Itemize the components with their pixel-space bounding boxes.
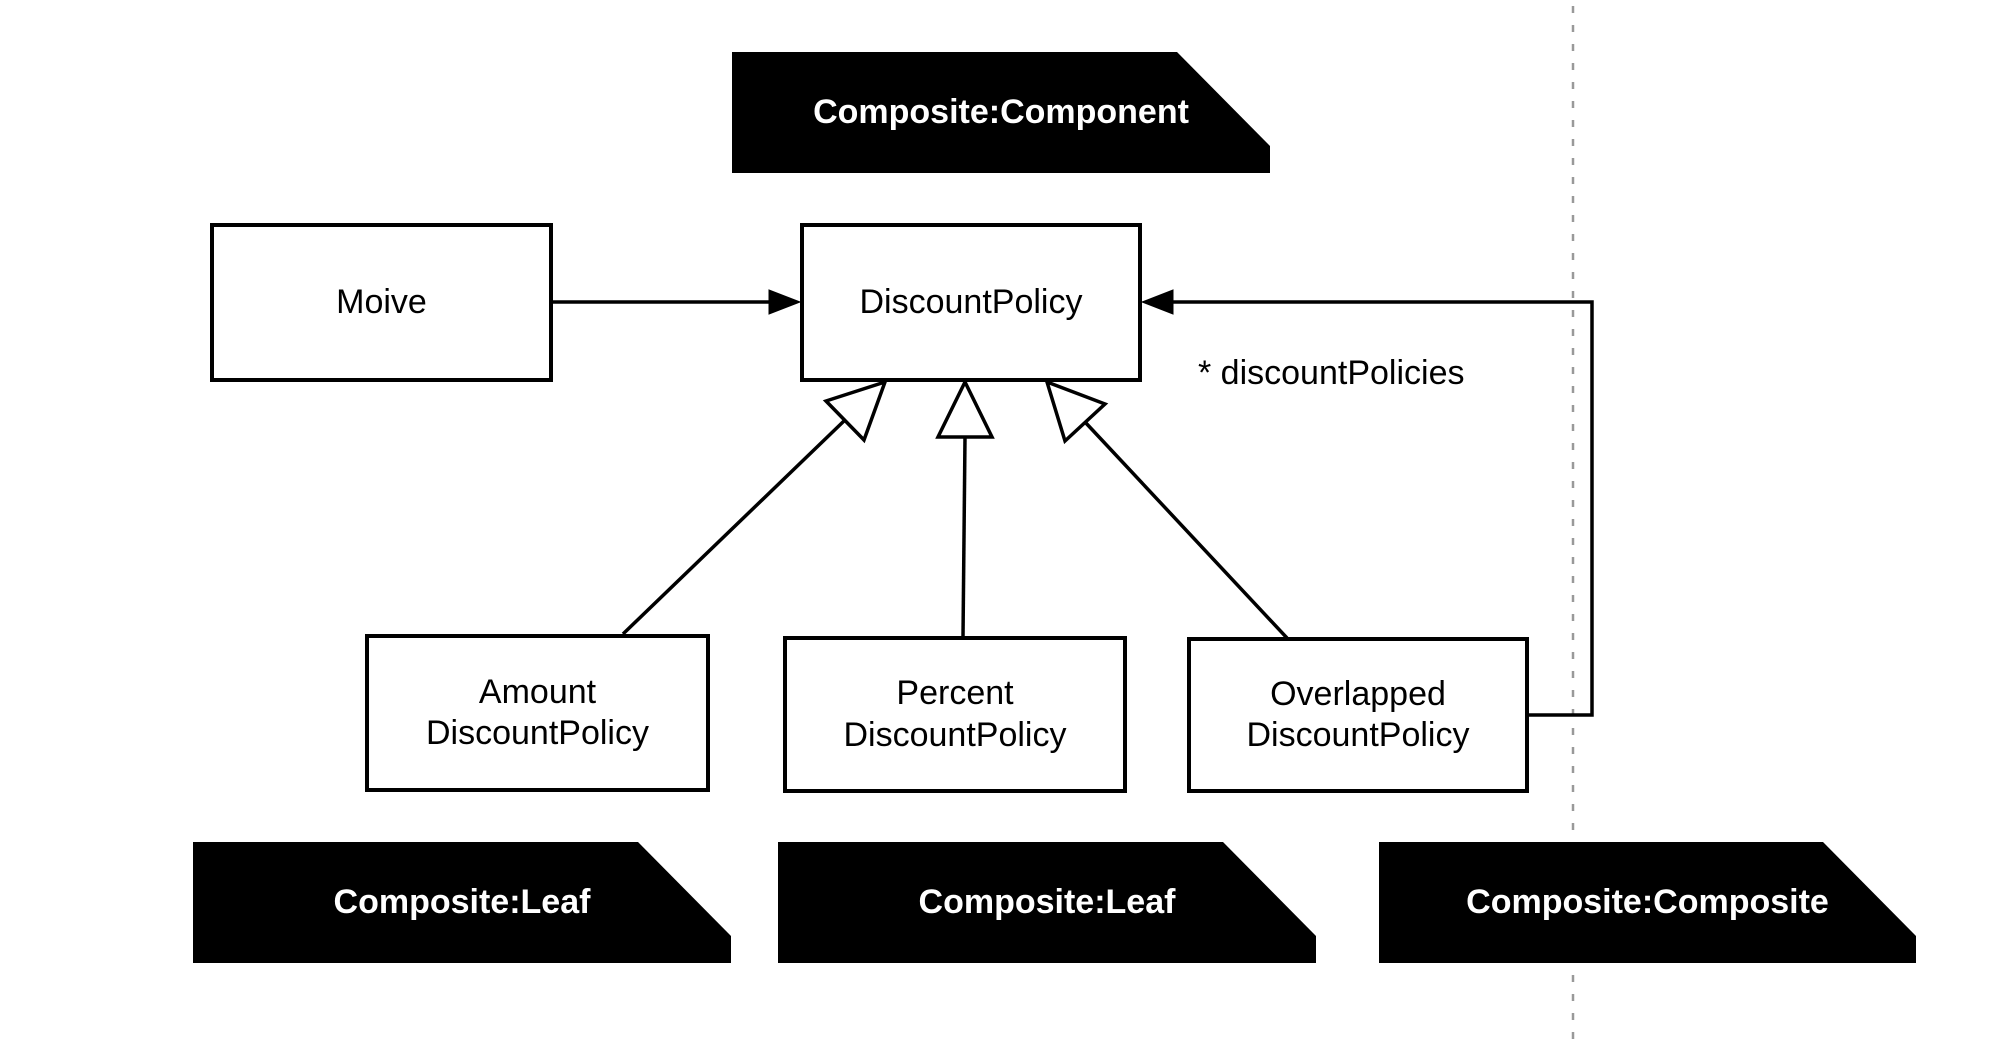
banner-composite-leaf-2-label: Composite:Leaf [918, 883, 1176, 921]
banner-composite-leaf-1-label: Composite:Leaf [333, 883, 591, 921]
hollow-triangle-arrowhead-right [1044, 379, 1109, 445]
class-box-percent-line2: DiscountPolicy [843, 715, 1067, 754]
filled-arrowhead-into-discount-left [768, 289, 802, 315]
banner-composite-leaf-2: Composite:Leaf [778, 842, 1316, 963]
class-box-movie-label: Moive [336, 282, 427, 321]
class-box-percent-line1: Percent [896, 674, 1014, 713]
banner-composite-composite: Composite:Composite [1379, 842, 1916, 963]
edge-overlapped-generalization [1083, 420, 1289, 640]
banner-composite-component: Composite:Component [732, 52, 1270, 173]
class-box-movie: Moive [210, 223, 553, 382]
class-box-overlapped-line2: DiscountPolicy [1246, 716, 1470, 754]
composition-multiplicity-label: * discountPolicies [1198, 354, 1465, 392]
class-box-amount-discount-policy: Amount DiscountPolicy [365, 634, 710, 792]
class-box-amount-line1: Amount [478, 672, 597, 711]
banner-composite-leaf-1: Composite:Leaf [193, 842, 731, 963]
filled-arrowhead-into-discount-right [1140, 289, 1174, 315]
class-box-discount-policy-label: DiscountPolicy [859, 282, 1083, 321]
edge-percent-generalization [961, 436, 967, 638]
class-box-overlapped-line1: Overlapped [1270, 674, 1446, 713]
class-box-percent-discount-policy: Percent DiscountPolicy [783, 636, 1127, 793]
class-box-amount-line2: DiscountPolicy [426, 714, 649, 752]
hollow-triangle-arrowhead-left [822, 379, 888, 444]
banner-composite-composite-label: Composite:Composite [1466, 883, 1829, 921]
class-box-overlapped-discount-policy: Overlapped DiscountPolicy [1187, 637, 1529, 793]
banner-composite-component-label: Composite:Component [813, 93, 1189, 131]
hollow-triangle-arrowhead-middle [935, 378, 995, 439]
class-box-discount-policy: DiscountPolicy [800, 223, 1142, 382]
edge-amount-generalization [621, 418, 847, 636]
